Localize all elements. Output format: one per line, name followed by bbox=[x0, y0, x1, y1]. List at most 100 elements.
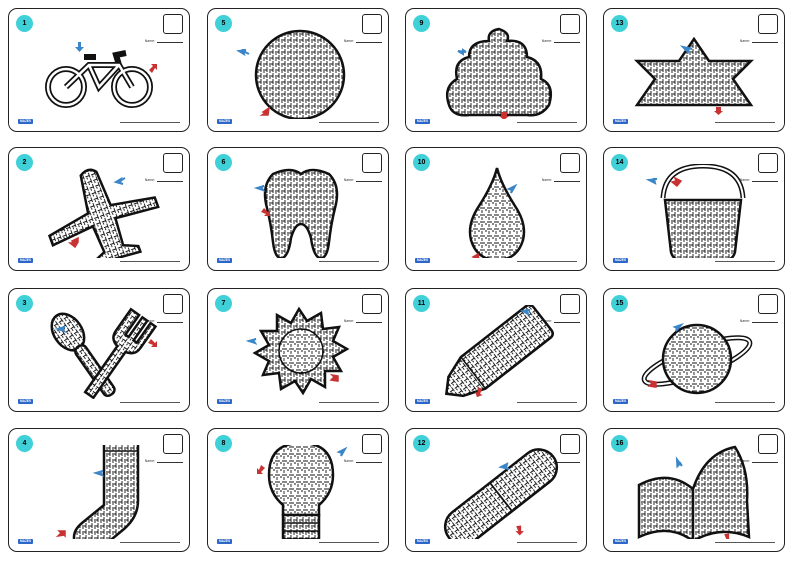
maze-card: 15 Name: MAZES bbox=[603, 288, 785, 412]
name-label: Name: bbox=[541, 38, 552, 43]
name-field[interactable] bbox=[356, 459, 382, 463]
checkbox[interactable] bbox=[560, 294, 580, 314]
name-field[interactable] bbox=[157, 459, 183, 463]
checkbox[interactable] bbox=[362, 434, 382, 454]
start-arrow-icon bbox=[679, 45, 693, 54]
name-field[interactable] bbox=[356, 319, 382, 323]
checkbox[interactable] bbox=[163, 434, 183, 454]
maze-card: 10 Name: MAZES bbox=[405, 147, 587, 271]
planet-icon bbox=[641, 322, 753, 395]
start-arrow-icon bbox=[245, 338, 258, 345]
brand-badge: MAZES bbox=[18, 257, 34, 263]
checkbox[interactable] bbox=[758, 14, 778, 34]
checkbox[interactable] bbox=[560, 153, 580, 173]
brand-badge: MAZES bbox=[613, 538, 629, 544]
maze-number: 10 bbox=[413, 154, 430, 171]
name-field[interactable] bbox=[157, 178, 183, 182]
start-arrow-icon bbox=[672, 322, 685, 332]
name-field[interactable] bbox=[554, 178, 580, 182]
footer-line bbox=[517, 122, 577, 123]
maze-number: 7 bbox=[215, 295, 232, 312]
checkbox[interactable] bbox=[163, 14, 183, 34]
name-label: Name: bbox=[343, 38, 354, 43]
checkbox[interactable] bbox=[163, 153, 183, 173]
checkbox[interactable] bbox=[163, 294, 183, 314]
name-row: Name: bbox=[740, 39, 778, 43]
start-arrow-icon bbox=[75, 42, 84, 52]
lightbulb-icon bbox=[257, 445, 348, 539]
checkbox[interactable] bbox=[758, 434, 778, 454]
checkbox[interactable] bbox=[362, 294, 382, 314]
name-field[interactable] bbox=[752, 459, 778, 463]
end-arrow-icon bbox=[257, 465, 265, 474]
maze-card: 9 Name: MAZES bbox=[405, 8, 587, 132]
name-row: Name: bbox=[344, 178, 382, 182]
name-label: Name: bbox=[343, 318, 354, 323]
maze-number: 4 bbox=[16, 435, 33, 452]
end-arrow-icon bbox=[670, 176, 683, 188]
footer-line bbox=[120, 542, 180, 543]
name-field[interactable] bbox=[554, 459, 580, 463]
name-label: Name: bbox=[541, 318, 552, 323]
maze-number: 13 bbox=[611, 15, 628, 32]
name-row: Name: bbox=[145, 39, 183, 43]
brand-badge: MAZES bbox=[613, 398, 629, 404]
name-field[interactable] bbox=[752, 178, 778, 182]
name-label: Name: bbox=[739, 38, 750, 43]
name-field[interactable] bbox=[157, 319, 183, 323]
star-icon bbox=[633, 36, 755, 115]
start-arrow-icon bbox=[92, 470, 105, 477]
name-label: Name: bbox=[343, 177, 354, 182]
checkbox[interactable] bbox=[362, 153, 382, 173]
checkbox[interactable] bbox=[758, 294, 778, 314]
name-field[interactable] bbox=[554, 319, 580, 323]
sun-icon bbox=[245, 306, 350, 396]
name-field[interactable] bbox=[554, 39, 580, 43]
footer-line bbox=[715, 122, 775, 123]
footer-line bbox=[715, 261, 775, 262]
end-arrow-icon bbox=[723, 533, 732, 539]
ball-icon bbox=[236, 29, 346, 119]
name-field[interactable] bbox=[157, 39, 183, 43]
maze-number: 14 bbox=[611, 154, 628, 171]
drop-icon bbox=[468, 167, 526, 258]
end-arrow-icon bbox=[259, 106, 270, 116]
start-arrow-icon bbox=[506, 183, 518, 194]
maze-card: 11 Name: MAZES bbox=[405, 288, 587, 412]
maze-card: 1 Name: MAZES bbox=[8, 8, 190, 132]
name-label: Name: bbox=[739, 318, 750, 323]
brand-badge: MAZES bbox=[18, 118, 34, 124]
checkbox[interactable] bbox=[560, 434, 580, 454]
end-arrow-icon bbox=[714, 107, 723, 115]
brand-badge: MAZES bbox=[217, 257, 233, 263]
brand-badge: MAZES bbox=[613, 257, 629, 263]
checkbox[interactable] bbox=[758, 153, 778, 173]
name-field[interactable] bbox=[356, 178, 382, 182]
checkbox[interactable] bbox=[362, 14, 382, 34]
name-row: Name: bbox=[344, 319, 382, 323]
maze-card: 13 Name: MAZES bbox=[603, 8, 785, 132]
footer-line bbox=[715, 542, 775, 543]
end-arrow-icon bbox=[499, 112, 509, 119]
footer-line bbox=[120, 122, 180, 123]
name-field[interactable] bbox=[752, 39, 778, 43]
name-label: Name: bbox=[144, 38, 155, 43]
footer-line bbox=[319, 122, 379, 123]
name-field[interactable] bbox=[752, 319, 778, 323]
end-arrow-icon bbox=[149, 64, 157, 73]
end-arrow-icon bbox=[329, 373, 339, 382]
pencil-icon bbox=[444, 305, 554, 398]
name-row: Name: bbox=[740, 319, 778, 323]
start-arrow-icon bbox=[113, 176, 126, 185]
tooth-icon bbox=[253, 168, 339, 258]
brand-badge: MAZES bbox=[415, 538, 431, 544]
bucket-icon bbox=[645, 164, 746, 258]
maze-number: 1 bbox=[16, 15, 33, 32]
footer-line bbox=[517, 261, 577, 262]
name-field[interactable] bbox=[356, 39, 382, 43]
maze-card: 5 Name: MAZES bbox=[207, 8, 389, 132]
maze-card: 16 Name: MAZES bbox=[603, 428, 785, 552]
checkbox[interactable] bbox=[560, 14, 580, 34]
name-label: Name: bbox=[739, 458, 750, 463]
start-arrow-icon bbox=[457, 48, 467, 56]
